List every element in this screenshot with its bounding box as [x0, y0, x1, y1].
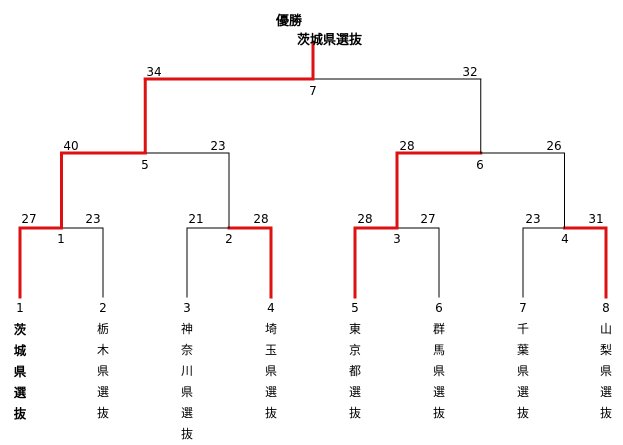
bracket-lines	[18, 40, 608, 299]
team-1-seed: 1	[16, 301, 24, 315]
team-1-name: 茨城県選抜	[13, 322, 27, 421]
match-5-left-score: 40	[63, 139, 79, 153]
match-6-left-score: 28	[399, 139, 415, 153]
match-7-number: 7	[309, 84, 317, 98]
match-1-right-score: 23	[85, 212, 101, 226]
match-7-right-score: 32	[462, 65, 478, 79]
team-5-name: 東京都選抜	[348, 322, 361, 420]
team-3-name: 神奈川県選抜	[180, 322, 193, 441]
match-6-number: 6	[476, 158, 484, 172]
champion-name: 茨城県選抜	[297, 33, 363, 48]
match-1-number: 1	[57, 232, 65, 246]
match-5-number: 5	[141, 158, 149, 172]
team-8-seed: 8	[602, 301, 610, 315]
team-2-name: 栃木県選抜	[96, 322, 109, 420]
team-8-name: 山梨県選抜	[599, 322, 612, 420]
match-5-right-score: 23	[210, 139, 226, 153]
team-7-name: 千葉県選抜	[516, 322, 529, 420]
match-3-number: 3	[393, 232, 401, 246]
match-2-left-score: 21	[188, 212, 204, 226]
match-4-number: 4	[561, 232, 569, 246]
team-3-seed: 3	[183, 301, 191, 315]
team-2-seed: 2	[99, 301, 107, 315]
match-2-number: 2	[225, 232, 233, 246]
match-3-left-score: 28	[357, 212, 373, 226]
match-7-left-score: 34	[146, 65, 162, 79]
match-6-right-score: 26	[546, 139, 562, 153]
team-7-seed: 7	[519, 301, 527, 315]
match-2-right-score: 28	[253, 212, 269, 226]
match-4-left-score: 23	[525, 212, 541, 226]
match-1-left-score: 27	[21, 212, 37, 226]
match-4-right-score: 31	[588, 212, 604, 226]
team-4-name: 埼玉県選抜	[264, 322, 277, 420]
champion-label: 優勝	[276, 14, 303, 29]
team-5-seed: 5	[351, 301, 359, 315]
match-3-right-score: 27	[420, 212, 436, 226]
team-4-seed: 4	[267, 301, 275, 315]
team-6-name: 群馬県選抜	[432, 322, 445, 420]
team-6-seed: 6	[435, 301, 443, 315]
